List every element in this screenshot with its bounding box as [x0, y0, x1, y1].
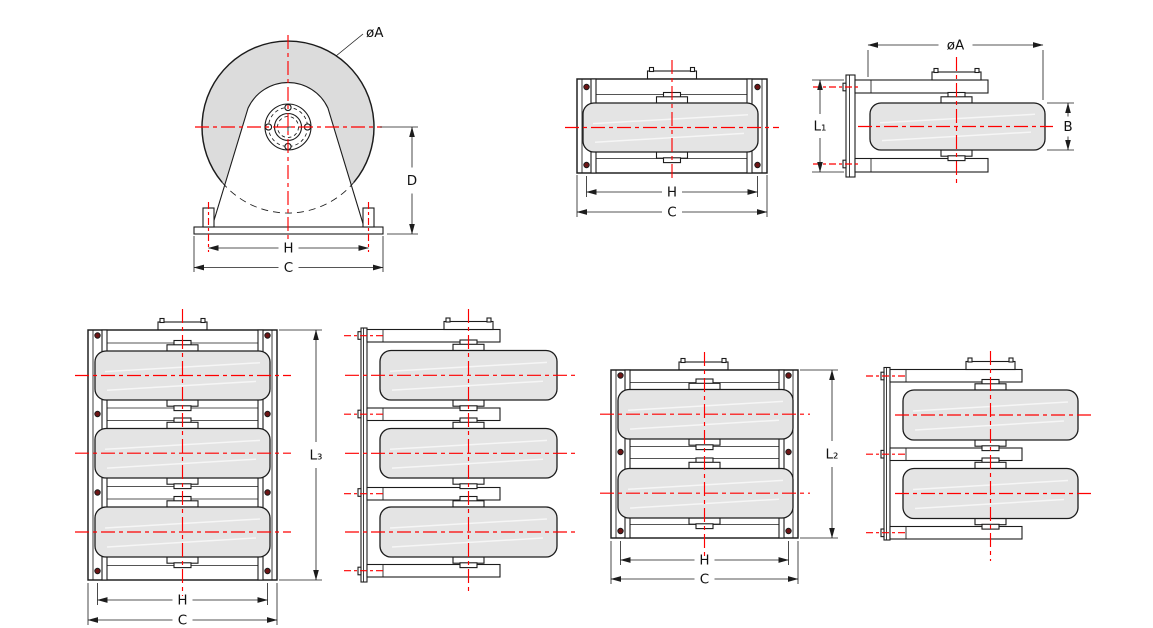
rail — [778, 369, 785, 539]
arm — [889, 368, 1023, 383]
mount-tab-lug — [721, 357, 727, 364]
mount-tab — [678, 361, 729, 371]
dim-label-l1: L₁ — [814, 119, 827, 135]
bolt-hole — [617, 527, 624, 535]
roller-streak — [914, 498, 1065, 510]
bolt-hole — [617, 372, 624, 379]
roller-streak — [391, 537, 544, 548]
dim-label-c: C — [700, 572, 709, 588]
mount-tab-lug — [200, 317, 206, 324]
support-yoke — [211, 82, 365, 228]
dim-label-d: D — [407, 173, 417, 189]
roller-streak — [594, 132, 745, 143]
bolt-hole — [264, 489, 271, 496]
front-double-geometry — [600, 352, 838, 584]
plate-clip — [357, 488, 362, 497]
bolt-hole — [785, 448, 792, 456]
front-single-geometry — [193, 33, 418, 272]
side-single-view: øA L₁ B — [812, 38, 1074, 183]
dim-label-diameter: øA — [366, 25, 384, 41]
bolt-hole — [785, 527, 792, 535]
arm — [366, 328, 501, 343]
mount-plate — [360, 327, 368, 583]
mount-tab-lug — [159, 317, 165, 324]
bolt-hole — [583, 161, 590, 169]
bolt-hole — [94, 567, 101, 575]
roller-streak — [106, 380, 257, 391]
dim-label-h: H — [667, 185, 677, 201]
bolt-hole — [754, 161, 761, 169]
mount-tab-lug — [967, 357, 973, 363]
roller-streak — [106, 458, 257, 469]
mount-tab-lug — [974, 67, 980, 74]
side-double-view — [866, 351, 1092, 561]
dim-label-diameter: øA — [947, 38, 965, 54]
roller-streak — [391, 458, 544, 469]
bolt-hole — [264, 567, 271, 575]
side-triple-view — [344, 309, 576, 594]
bolt-hole — [617, 448, 624, 456]
wheel-hidden-edge — [221, 182, 355, 214]
roller-streak — [914, 420, 1065, 431]
mount-tab-lug — [486, 317, 492, 323]
top-single-view: H C — [565, 60, 779, 221]
dim-label-c: C — [667, 205, 676, 221]
mount-tab-lug — [648, 66, 655, 73]
bolt-hole — [583, 83, 590, 91]
arm — [366, 407, 501, 422]
mount-tab-lug — [1008, 357, 1014, 363]
dim-label-l3: L₃ — [310, 448, 323, 464]
mount-tab-lug — [689, 66, 696, 73]
dim-label-c: C — [284, 260, 293, 276]
leader-line — [335, 33, 364, 57]
mount-plate — [845, 74, 856, 178]
roller-streak — [627, 400, 784, 412]
dim-label-b: B — [1063, 119, 1072, 135]
dim-label-l2: L₂ — [826, 447, 839, 463]
arm — [854, 157, 989, 173]
front-double-view: L₂ H C — [600, 352, 838, 588]
front-triple-view: L₃ H C — [75, 309, 322, 628]
mount-tab-lug — [933, 67, 939, 74]
bolt-hole — [94, 489, 101, 496]
bolt-hole — [94, 332, 101, 339]
bolt-hole — [785, 372, 792, 379]
roller-streak — [627, 479, 784, 491]
front-triple-geometry — [75, 309, 322, 625]
arm — [366, 486, 501, 501]
roller-streak — [391, 380, 544, 391]
roller-streak — [592, 114, 749, 125]
mount-tab-lug — [680, 357, 686, 364]
arm — [889, 447, 1023, 462]
side-triple-geometry — [344, 309, 576, 594]
dim-label-h: H — [177, 593, 187, 609]
bolt-hole — [264, 332, 271, 339]
bolt-hole — [264, 410, 271, 418]
rail — [624, 369, 631, 539]
dim-label-h: H — [699, 553, 709, 569]
front-single-view: øA D H C — [193, 25, 418, 276]
dim-label-h: H — [283, 241, 293, 257]
top-single-geometry — [565, 60, 779, 217]
side-single-geometry — [812, 42, 1074, 183]
roller-streak — [106, 537, 257, 548]
roller-streak — [879, 113, 1036, 124]
dim-label-c: C — [178, 613, 187, 628]
bolt-hole — [754, 83, 761, 91]
arm — [854, 79, 989, 94]
side-double-geometry — [866, 351, 1092, 561]
arm — [366, 563, 501, 578]
bolt-hole — [94, 410, 101, 418]
arm — [889, 525, 1023, 540]
mount-tab-lug — [445, 317, 451, 323]
